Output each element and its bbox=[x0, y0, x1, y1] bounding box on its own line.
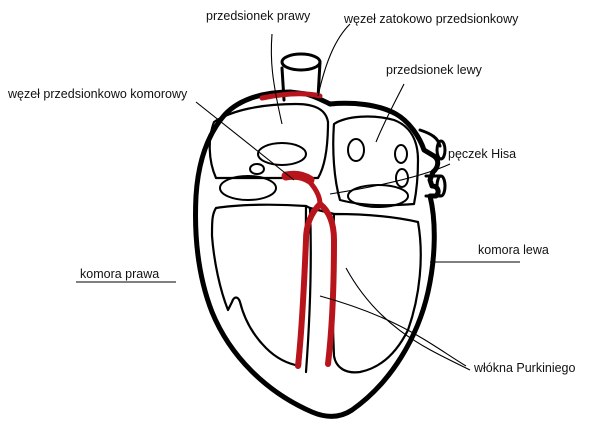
label-right-ventricle: komora prawa bbox=[80, 267, 159, 281]
label-left-atrium: przedsionek lewy bbox=[386, 63, 483, 77]
label-right-atrium: przedsionek prawy bbox=[206, 9, 311, 23]
label-av-node: węzeł przedsionkowo komorowy bbox=[7, 87, 188, 101]
label-purkinje-fibers: włókna Purkiniego bbox=[473, 361, 575, 375]
label-bundle-of-his: pęczek Hisa bbox=[448, 147, 516, 161]
label-sa-node: węzeł zatokowo przedsionkowy bbox=[343, 12, 519, 26]
heart-outline bbox=[196, 92, 439, 416]
left-atrium-chamber bbox=[333, 117, 418, 207]
label-left-ventricle: komora lewa bbox=[478, 243, 549, 257]
conduction-system bbox=[262, 94, 334, 366]
left-bundle-branch bbox=[320, 204, 334, 364]
